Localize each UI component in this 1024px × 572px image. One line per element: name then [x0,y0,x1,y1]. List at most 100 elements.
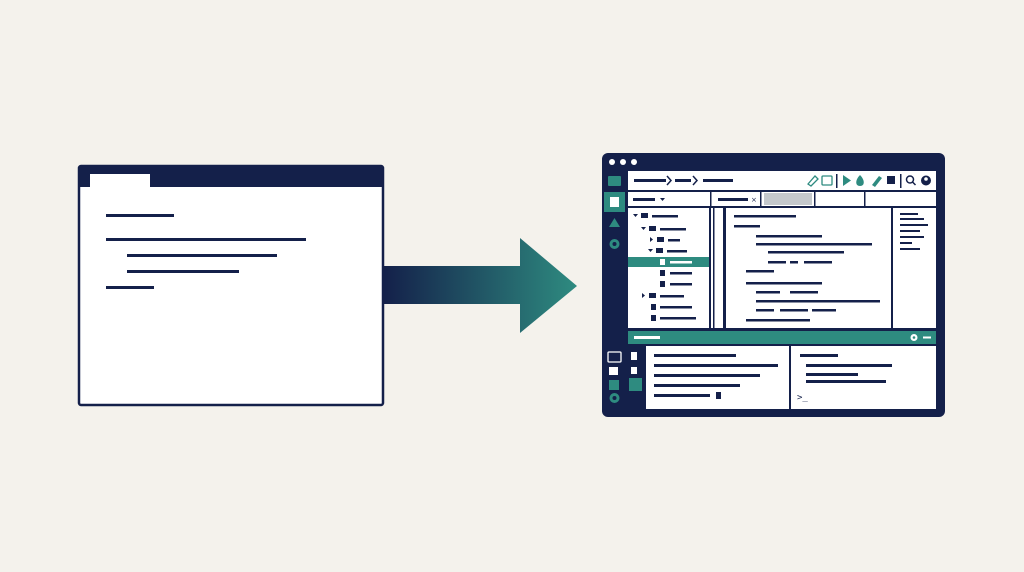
window-dot-icon[interactable] [620,159,626,165]
pencil-icon[interactable] [807,175,819,187]
tree-item-label[interactable] [660,295,684,298]
output-line [654,384,740,387]
code-line [780,309,808,312]
file-tree [628,213,709,321]
folder-icon [656,248,663,253]
code-line [756,300,880,303]
terminal-line [800,354,838,357]
tree-item-label[interactable] [660,228,686,231]
code-line [790,261,798,264]
text-line [127,254,277,257]
breadcrumb-segment[interactable] [703,179,733,182]
explorer-header[interactable] [633,198,665,201]
terminal-lines [800,354,892,383]
file-icon[interactable] [609,367,618,375]
code-line [768,261,786,264]
toolbar-divider [836,174,838,188]
tree-item-selected[interactable] [628,257,709,267]
panel-header [628,331,936,344]
minimap-lines [900,213,928,250]
chevron-down-icon[interactable] [633,214,638,217]
close-icon[interactable]: × [751,196,757,204]
tab-active[interactable]: × [718,196,757,204]
tree-item-label[interactable] [670,272,692,275]
breadcrumb [634,175,733,186]
code-line [768,251,844,254]
file-icon [660,259,665,265]
minimize-icon[interactable] [923,336,931,339]
file-explorer-panel [628,208,709,328]
chevron-right-icon[interactable] [650,237,653,242]
terminal-prompt: >_ [797,393,808,403]
editor-gutter [711,208,723,328]
output-line [654,394,710,397]
code-line [746,282,822,285]
file-icon [651,304,656,310]
output-line [654,364,778,367]
active-panel-item[interactable] [629,378,642,391]
text-line [127,270,239,273]
panel-title[interactable] [634,336,660,339]
folder-icon [657,237,664,242]
folder-icon[interactable] [607,351,622,363]
tree-item-label[interactable] [660,306,692,309]
tree-item-label[interactable] [667,250,687,253]
tree-item-label[interactable] [668,239,680,242]
file-icon[interactable] [610,197,619,207]
file-icon [651,315,656,321]
file-icon[interactable] [631,367,637,374]
minimap[interactable] [893,208,936,328]
transition-arrow [383,238,577,333]
folder-icon[interactable] [608,176,621,186]
text-line [106,214,174,217]
chevron-right-icon [692,175,699,186]
breadcrumb-segment[interactable] [675,179,691,182]
output-lines [654,354,778,399]
warning-icon[interactable] [609,218,620,227]
toolbar-icons [807,174,931,188]
document-text-lines [106,214,306,289]
bottom-activity-bar [607,351,642,403]
window-dot-icon[interactable] [609,159,615,165]
terminal-line [806,380,886,383]
file-icon [660,270,665,276]
chevron-down-icon[interactable] [641,227,646,230]
code-lines [734,215,880,322]
drop-icon[interactable] [856,175,864,186]
play-icon[interactable] [631,352,637,360]
camera-icon[interactable] [821,175,833,186]
text-line [106,238,306,241]
code-line [756,309,774,312]
terminal-line [806,364,892,367]
code-line [734,215,796,218]
tree-item-label[interactable] [670,283,692,286]
text-line [106,286,154,289]
terminal-line [806,373,858,376]
square-icon[interactable] [609,380,619,390]
stop-icon[interactable] [887,176,895,184]
breadcrumb-segment[interactable] [634,179,666,182]
window-frame [77,164,385,407]
window-dot-icon[interactable] [631,159,637,165]
chevron-right-icon[interactable] [642,293,645,298]
folder-icon [649,293,656,298]
output-line [654,354,736,357]
code-line [756,243,872,246]
tab-inactive[interactable] [764,193,812,205]
tree-item-label[interactable] [660,317,696,320]
code-editor[interactable] [726,208,891,328]
code-line [804,261,832,264]
search-icon[interactable] [905,175,915,184]
code-line [734,225,760,228]
folder-icon [641,213,648,218]
file-icon [660,281,665,287]
simple-editor-window [77,164,385,407]
chevron-right-icon [666,175,673,186]
tree-item-label[interactable] [652,215,678,218]
play-icon[interactable] [843,175,851,186]
brush-icon[interactable] [872,176,882,187]
chevron-down-icon[interactable] [660,198,665,201]
chevron-down-icon[interactable] [648,249,653,252]
